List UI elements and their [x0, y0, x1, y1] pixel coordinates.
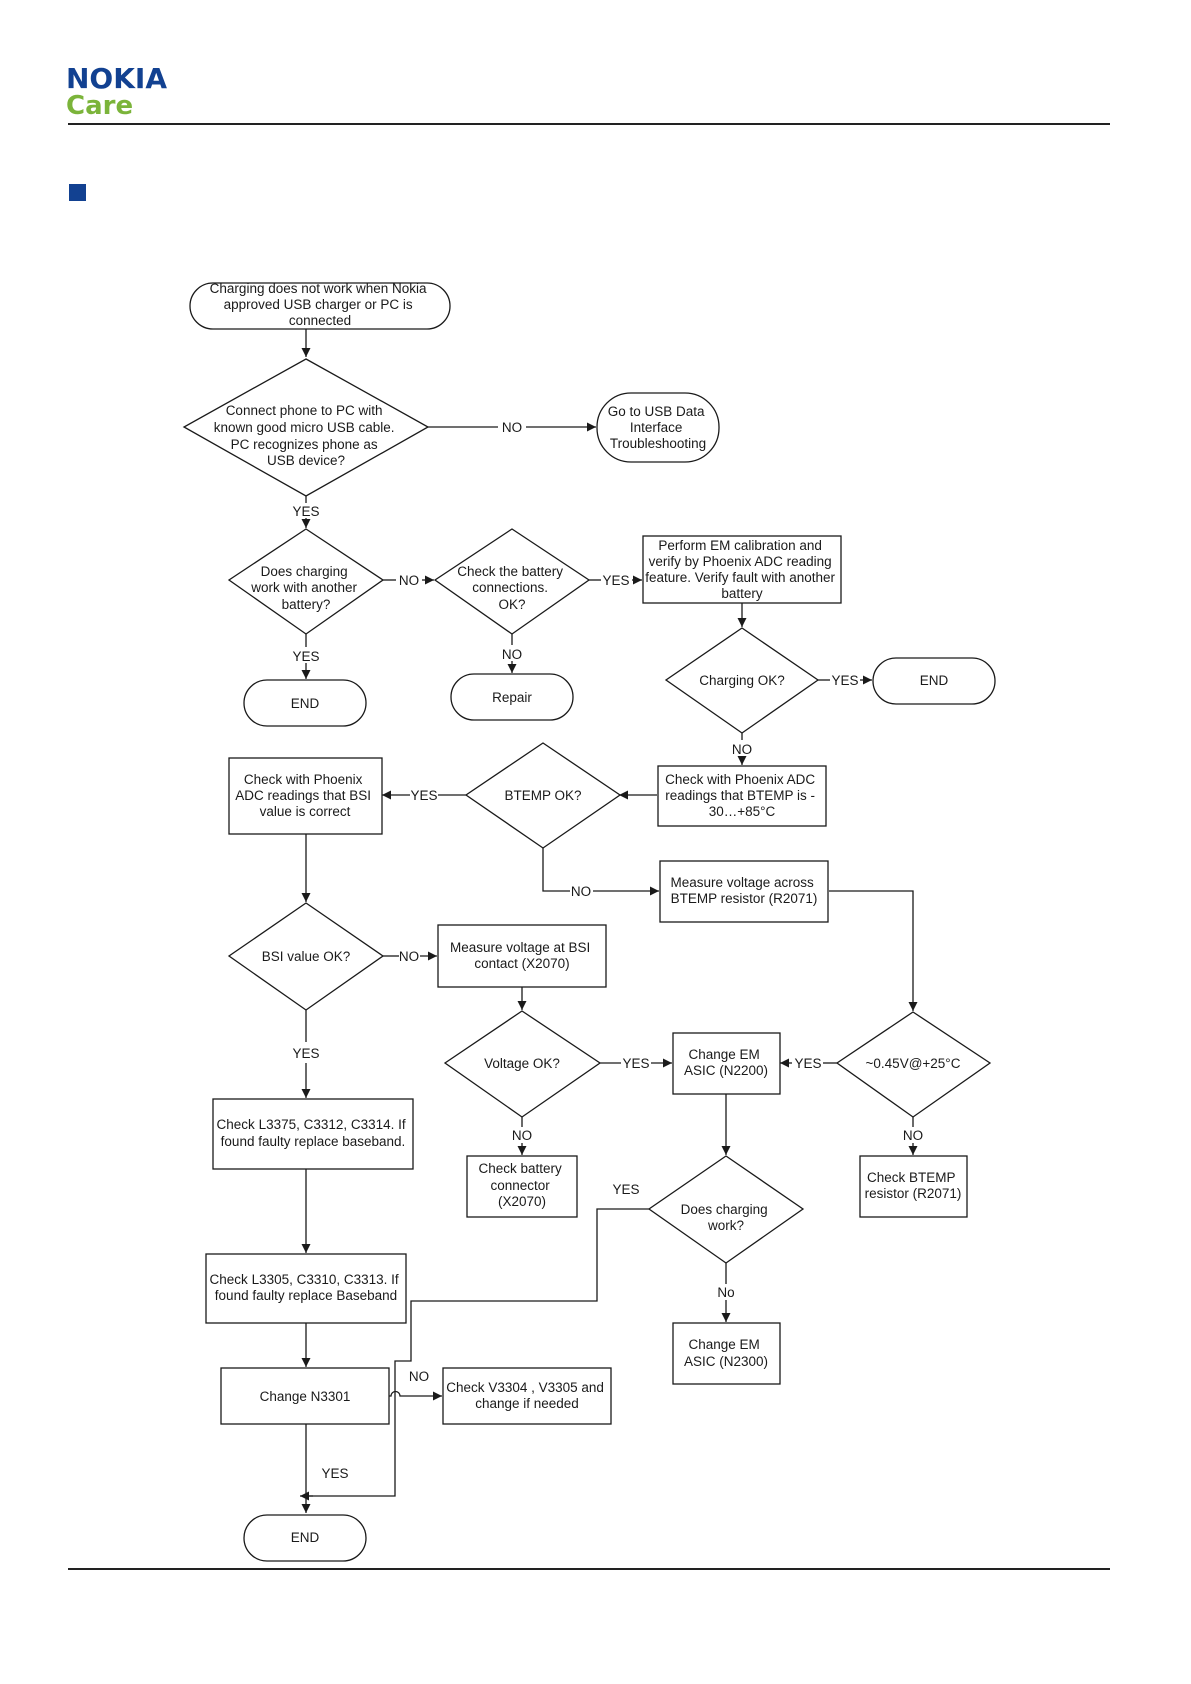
logo-subtitle: Care [66, 91, 134, 121]
label-no-battery: NO [399, 573, 419, 588]
label-yes-charging-work: YES [612, 1182, 639, 1197]
label-no-voltage: NO [512, 1128, 532, 1143]
node-end-3: END [243, 1514, 367, 1562]
node-check-btemp-text: Check with Phoenix ADC readings that BTE… [665, 772, 819, 819]
label-yes-pc: YES [292, 504, 319, 519]
label-no-charging-work: No [717, 1285, 734, 1300]
label-yes-voltage: YES [622, 1056, 649, 1071]
node-check-connector-text: Check battery connector (X2070) [478, 1161, 565, 1209]
label-yes-bsi: YES [292, 1046, 319, 1061]
decision-voltage-text: Voltage OK? [484, 1056, 560, 1071]
node-change-n2300: Change EM ASIC (N2300) [672, 1322, 781, 1385]
decision-charging-ok-text: Charging OK? [699, 673, 785, 688]
decision-another-battery: Does charging work with another battery? [227, 528, 385, 635]
decision-charging-work-text: Does charging work? [681, 1202, 772, 1233]
decision-pc-recognizes: Connect phone to PC with known good micr… [182, 358, 430, 497]
label-no-btemp: NO [571, 884, 591, 899]
node-change-n3301: Change N3301 [220, 1367, 390, 1425]
label-yes-n3301: YES [321, 1466, 348, 1481]
decision-pc-text: Connect phone to PC with known good micr… [214, 403, 399, 468]
node-change-n2200: Change EM ASIC (N2200) [672, 1032, 781, 1095]
node-check-l3375-text: Check L3375, C3312, C3314. If found faul… [217, 1117, 410, 1149]
connector-labels: NO YES NO YES YES NO YES NO YES NO NO YE… [292, 420, 923, 1481]
label-no-n3301: NO [409, 1369, 429, 1384]
decision-btemp-ok: BTEMP OK? [464, 742, 622, 849]
decision-connections-text: Check the battery connections. OK? [457, 564, 567, 612]
label-no-045: NO [903, 1128, 923, 1143]
decision-045v-text: ~0.45V@+25°C [866, 1056, 961, 1071]
node-check-bsi: Check with Phoenix ADC readings that BSI… [228, 757, 383, 835]
node-usb-text: Go to USB Data Interface Troubleshooting [608, 404, 709, 451]
footer-rule [68, 1568, 1110, 1570]
label-yes-btemp: YES [410, 788, 437, 803]
node-check-bsi-text: Check with Phoenix ADC readings that BSI… [235, 772, 375, 819]
node-em-calibration: Perform EM calibration and verify by Pho… [642, 535, 842, 604]
node-measure-bsi-text: Measure voltage at BSI contact (X2070) [450, 940, 594, 971]
node-em-calibration-text: Perform EM calibration and verify by Pho… [645, 538, 839, 601]
node-check-btemp-resistor-text: Check BTEMP resistor (R2071) [865, 1170, 962, 1201]
section-bullet-icon [69, 184, 86, 201]
label-no-pc: NO [502, 420, 522, 435]
node-change-n3301-text: Change N3301 [260, 1389, 351, 1404]
node-measure-btemp: Measure voltage across BTEMP resistor (R… [659, 860, 829, 923]
header-rule [68, 123, 1110, 125]
node-check-v3304-text: Check V3304 , V3305 and change if needed [446, 1380, 607, 1411]
node-end-2: END [872, 657, 996, 705]
node-change-n2200-text: Change EM ASIC (N2200) [684, 1047, 768, 1078]
node-usb-troubleshooting: Go to USB Data Interface Troubleshooting [596, 392, 720, 463]
label-no-bsi: NO [399, 949, 419, 964]
connectors [300, 329, 918, 1513]
node-end-2-text: END [920, 673, 949, 688]
label-yes-connections: YES [602, 573, 629, 588]
decision-voltage-ok: Voltage OK? [443, 1010, 602, 1118]
node-check-connector: Check battery connector (X2070) [466, 1155, 578, 1218]
node-measure-bsi: Measure voltage at BSI contact (X2070) [437, 924, 607, 988]
decision-bsi-text: BSI value OK? [262, 949, 351, 964]
decision-charging-ok: Charging OK? [664, 627, 820, 734]
node-check-v3304: Check V3304 , V3305 and change if needed [442, 1367, 612, 1425]
node-check-l3305-text: Check L3305, C3310, C3313. If found faul… [210, 1272, 403, 1303]
node-end-3-text: END [291, 1530, 320, 1545]
decision-battery-connections: Check the battery connections. OK? [433, 528, 591, 635]
node-change-n2300-text: Change EM ASIC (N2300) [684, 1337, 768, 1369]
decision-charging-work: Does charging work? [647, 1155, 805, 1264]
node-check-l3305: Check L3305, C3310, C3313. If found faul… [205, 1253, 407, 1324]
label-yes-battery: YES [292, 649, 319, 664]
label-no-charging-ok: NO [732, 742, 752, 757]
node-end-1: END [243, 679, 367, 727]
node-start: Charging does not work when Nokia approv… [189, 281, 451, 330]
label-yes-charging-ok: YES [831, 673, 858, 688]
logo-wordmark: NOKIA [66, 62, 168, 95]
node-start-text: Charging does not work when Nokia approv… [210, 281, 431, 328]
node-check-l3375: Check L3375, C3312, C3314. If found faul… [212, 1098, 414, 1170]
decision-045v: ~0.45V@+25°C [835, 1011, 992, 1118]
decision-battery-text: Does charging work with another battery? [250, 564, 361, 612]
node-repair-text: Repair [492, 690, 532, 705]
node-check-btemp: Check with Phoenix ADC readings that BTE… [657, 765, 827, 827]
decision-bsi-ok: BSI value OK? [227, 902, 385, 1011]
node-repair: Repair [450, 673, 574, 721]
node-measure-btemp-text: Measure voltage across BTEMP resistor (R… [670, 875, 817, 906]
label-yes-045: YES [794, 1056, 821, 1071]
node-check-btemp-resistor: Check BTEMP resistor (R2071) [859, 1155, 968, 1218]
label-no-connections: NO [502, 647, 522, 662]
node-end-1-text: END [291, 696, 320, 711]
nokia-care-logo: NOKIA Care [66, 62, 168, 121]
decision-btemp-text: BTEMP OK? [504, 788, 581, 803]
